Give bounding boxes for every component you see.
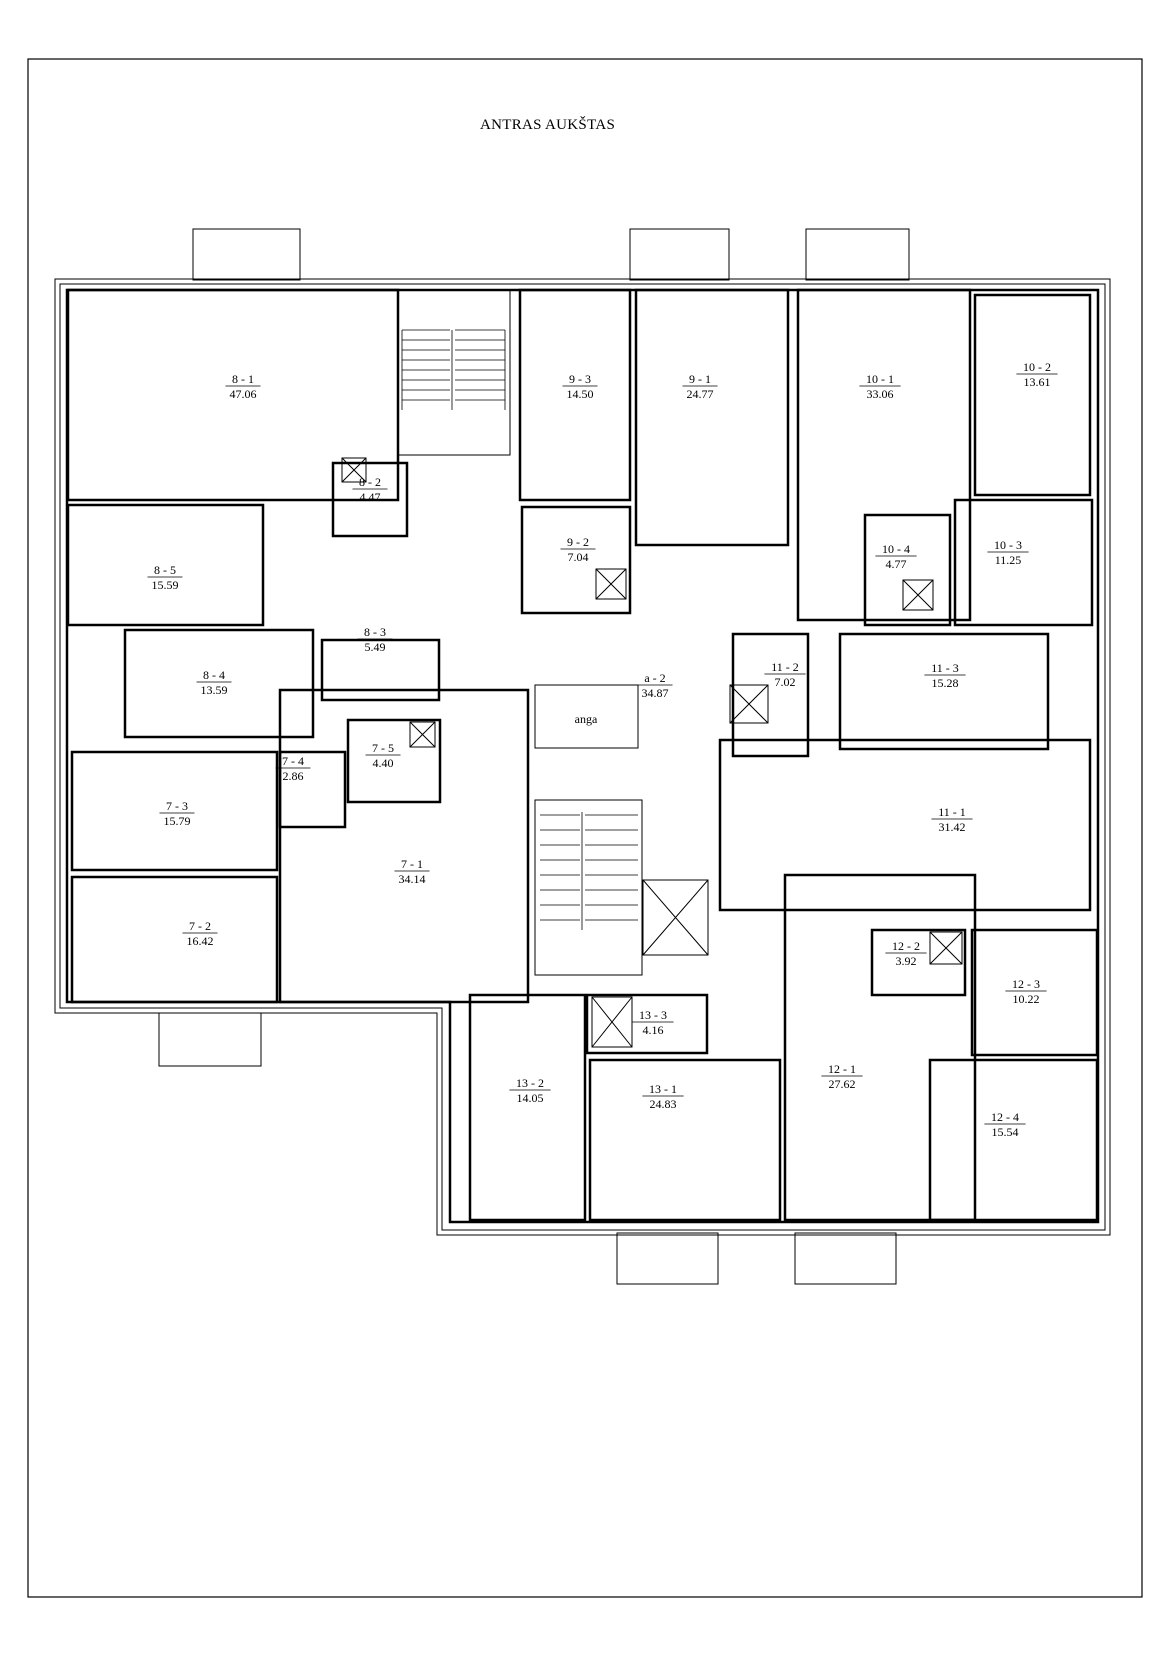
- room-area-label: 15.54: [992, 1125, 1019, 1139]
- room-area-label: 24.83: [650, 1097, 677, 1111]
- room-id-label: 11 - 2: [771, 660, 799, 674]
- room-area-label: 10.22: [1013, 992, 1040, 1006]
- shaft-label: anga: [575, 712, 598, 726]
- room-id-label: 7 - 4: [282, 754, 304, 768]
- room-id-label: 13 - 2: [516, 1076, 544, 1090]
- room-area-label: 34.87: [642, 686, 669, 700]
- room-area-label: 2.86: [283, 769, 304, 783]
- room-labels: 8 - 147.06 8 - 24.47 8 - 35.49 8 - 413.59 8 …: [147, 360, 1058, 1139]
- room-area-label: 13.61: [1024, 375, 1051, 389]
- room-area-label: 11.25: [995, 553, 1022, 567]
- room-id-label: 13 - 3: [639, 1008, 667, 1022]
- room-area-label: 34.14: [399, 872, 426, 886]
- room-id-label: 12 - 4: [991, 1110, 1019, 1124]
- room-id-label: 12 - 3: [1012, 977, 1040, 991]
- room-id-label: 10 - 4: [882, 542, 910, 556]
- room-id-label: 8 - 1: [232, 372, 254, 386]
- room-id-label: 10 - 1: [866, 372, 894, 386]
- sheet-title: ANTRAS AUKŠTAS: [480, 117, 616, 133]
- room-area-label: 7.04: [568, 550, 589, 564]
- room-id-label: a - 2: [644, 671, 665, 685]
- room-area-label: 33.06: [867, 387, 894, 401]
- room-id-label: 10 - 2: [1023, 360, 1051, 374]
- room-area-label: 31.42: [939, 820, 966, 834]
- walls: [54, 228, 1111, 1285]
- room-area-label: 3.92: [896, 954, 917, 968]
- room-id-label: 12 - 1: [828, 1062, 856, 1076]
- room-id-label: 7 - 3: [166, 799, 188, 813]
- room-area-label: 24.77: [687, 387, 714, 401]
- room-area-label: 5.49: [365, 640, 386, 654]
- sheet-frame: [27, 58, 1143, 1598]
- room-area-label: 4.16: [643, 1023, 664, 1037]
- room-area-label: 4.40: [373, 756, 394, 770]
- room-area-label: 15.79: [164, 814, 191, 828]
- room-id-label: 7 - 2: [189, 919, 211, 933]
- room-id-label: 12 - 2: [892, 939, 920, 953]
- room-id-label: 7 - 1: [401, 857, 423, 871]
- room-area-label: 47.06: [230, 387, 257, 401]
- room-area-label: 13.59: [201, 683, 228, 697]
- room-area-label: 16.42: [187, 934, 214, 948]
- room-id-label: 11 - 1: [938, 805, 966, 819]
- room-area-label: 14.50: [567, 387, 594, 401]
- room-id-label: 9 - 2: [567, 535, 589, 549]
- room-id-label: 8 - 2: [359, 475, 381, 489]
- room-area-label: 15.28: [932, 676, 959, 690]
- room-id-label: 10 - 3: [994, 538, 1022, 552]
- room-area-label: 4.77: [886, 557, 907, 571]
- room-id-label: 8 - 4: [203, 668, 225, 682]
- room-area-label: 4.47: [360, 490, 381, 504]
- room-id-label: 13 - 1: [649, 1082, 677, 1096]
- room-id-label: 9 - 1: [689, 372, 711, 386]
- room-id-label: 8 - 3: [364, 625, 386, 639]
- room-id-label: 9 - 3: [569, 372, 591, 386]
- room-area-label: 7.02: [775, 675, 796, 689]
- room-area-label: 27.62: [829, 1077, 856, 1091]
- room-area-label: 15.59: [152, 578, 179, 592]
- room-area-label: 14.05: [517, 1091, 544, 1105]
- room-id-label: 11 - 3: [931, 661, 959, 675]
- room-id-label: 8 - 5: [154, 563, 176, 577]
- room-id-label: 7 - 5: [372, 741, 394, 755]
